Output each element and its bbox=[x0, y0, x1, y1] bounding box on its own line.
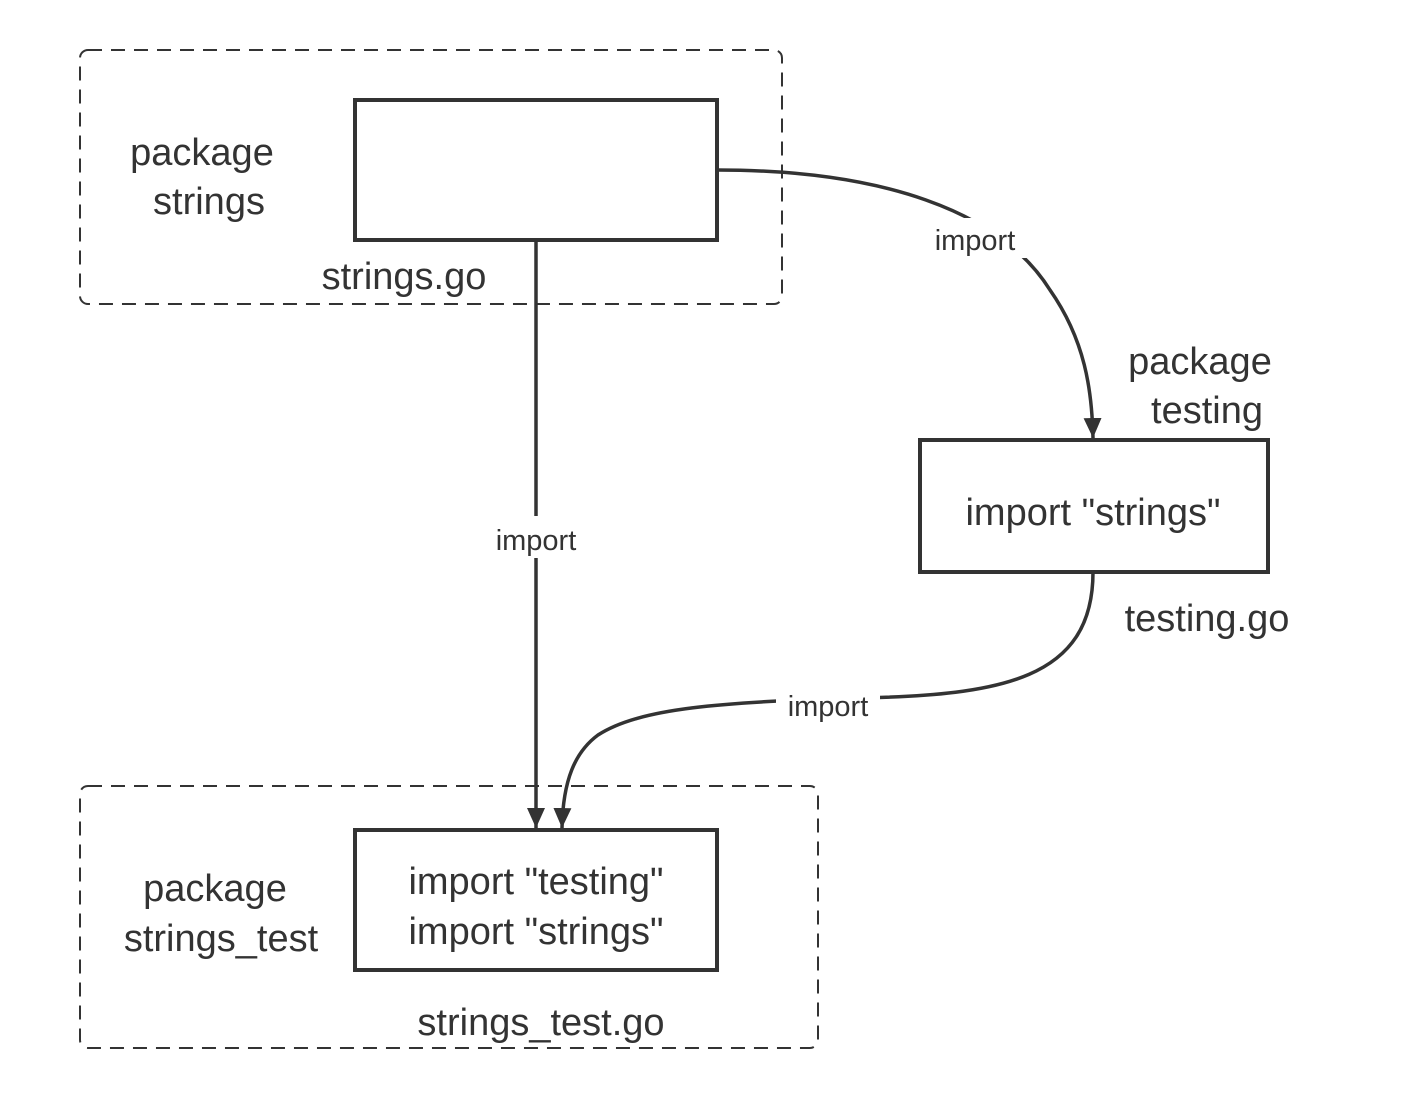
strings-test-go-import-testing: import "testing" bbox=[408, 861, 663, 903]
strings-package-border bbox=[79, 49, 783, 305]
strings-test-package-group: package strings_test bbox=[79, 785, 819, 1049]
testing-package-label-line1: package bbox=[1128, 341, 1272, 383]
edge-strings-to-strings-test-label-bg bbox=[484, 516, 588, 558]
edge-testing-to-strings-test-line bbox=[553, 571, 1095, 829]
edge-strings-to-testing-label-bg bbox=[922, 218, 1028, 258]
strings-package-label-line1: package bbox=[130, 132, 274, 174]
testing-go-import-strings: import "strings" bbox=[965, 492, 1220, 534]
edge-testing-to-strings-test: import bbox=[553, 571, 1095, 829]
strings-go-caption: strings.go bbox=[322, 256, 487, 298]
strings-go-box bbox=[353, 98, 719, 242]
edge-strings-to-testing: import bbox=[716, 168, 1102, 439]
testing-go-caption: testing.go bbox=[1125, 598, 1290, 640]
strings-test-package-label-line2: strings_test bbox=[124, 918, 319, 960]
strings-test-package-border bbox=[79, 785, 819, 1049]
strings-package-group: package strings bbox=[79, 49, 783, 305]
strings-test-go-caption: strings_test.go bbox=[417, 1002, 664, 1044]
edge-strings-to-strings-test: import bbox=[484, 240, 588, 828]
strings-test-go-import-strings: import "strings" bbox=[408, 911, 663, 953]
edge-testing-to-strings-test-label-bg bbox=[776, 684, 880, 726]
strings-test-go-file: import "testing" import "strings" string… bbox=[353, 828, 719, 1044]
strings-package-label-line2: strings bbox=[153, 181, 265, 223]
edge-strings-to-testing-line bbox=[716, 168, 1102, 439]
strings-test-go-box bbox=[353, 828, 719, 972]
testing-package-label-line2: testing bbox=[1151, 390, 1263, 432]
strings-go-file: strings.go bbox=[322, 98, 719, 298]
testing-go-file: package testing import "strings" testing… bbox=[918, 341, 1290, 640]
strings-test-package-label-line1: package bbox=[143, 868, 287, 910]
edge-strings-to-testing-label: import bbox=[935, 225, 1016, 257]
edge-testing-to-strings-test-label: import bbox=[788, 691, 869, 723]
edge-strings-to-strings-test-label: import bbox=[496, 525, 577, 557]
